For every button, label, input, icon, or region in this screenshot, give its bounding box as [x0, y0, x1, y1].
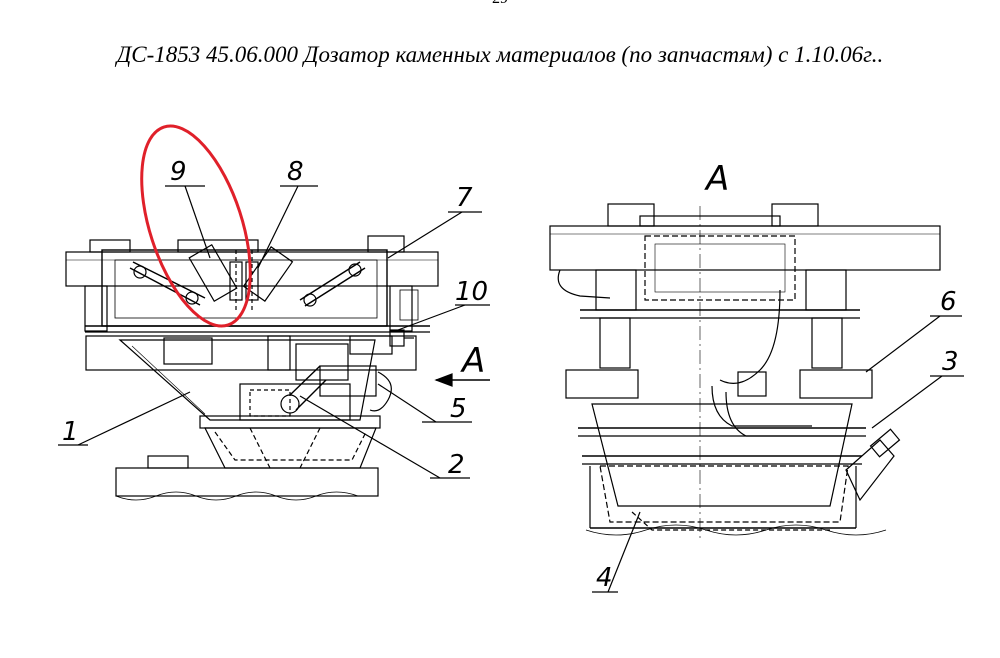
- highlight-ellipse: [140, 124, 252, 328]
- leader-lines-right: [592, 315, 964, 593]
- callout-10: 10: [455, 277, 488, 307]
- load-cell-left: [565, 369, 639, 399]
- callout-5: 5: [450, 394, 467, 424]
- view-direction-arrow: [434, 373, 490, 387]
- middle-body: [85, 335, 417, 371]
- leader-lines-left: [58, 185, 490, 479]
- scale-frame: [101, 249, 388, 327]
- callout-8: 8: [287, 157, 304, 187]
- arrow-label-a: А: [460, 341, 485, 381]
- page-number: 29: [0, 0, 1000, 8]
- side-view: [65, 235, 439, 501]
- callout-7: 7: [456, 183, 473, 213]
- callout-6: 6: [940, 287, 957, 317]
- view-a-top-beam: [549, 225, 941, 271]
- callout-3: 3: [942, 347, 959, 377]
- callout-1: 1: [62, 417, 79, 447]
- cylinder: [295, 343, 349, 381]
- hopper-body: [118, 339, 376, 421]
- load-cell-right: [799, 369, 873, 399]
- view-a: [549, 203, 941, 540]
- view-a-hopper: [591, 403, 853, 507]
- lever-assembly: [129, 244, 366, 310]
- view-label-a: А: [704, 159, 729, 199]
- base-plate: [115, 467, 379, 497]
- drawing-title: ДС-1853 45.06.000 Дозатор каменных матер…: [116, 42, 884, 67]
- callout-9: 9: [170, 157, 187, 187]
- callout-2: 2: [448, 450, 465, 480]
- callout-4: 4: [596, 563, 613, 593]
